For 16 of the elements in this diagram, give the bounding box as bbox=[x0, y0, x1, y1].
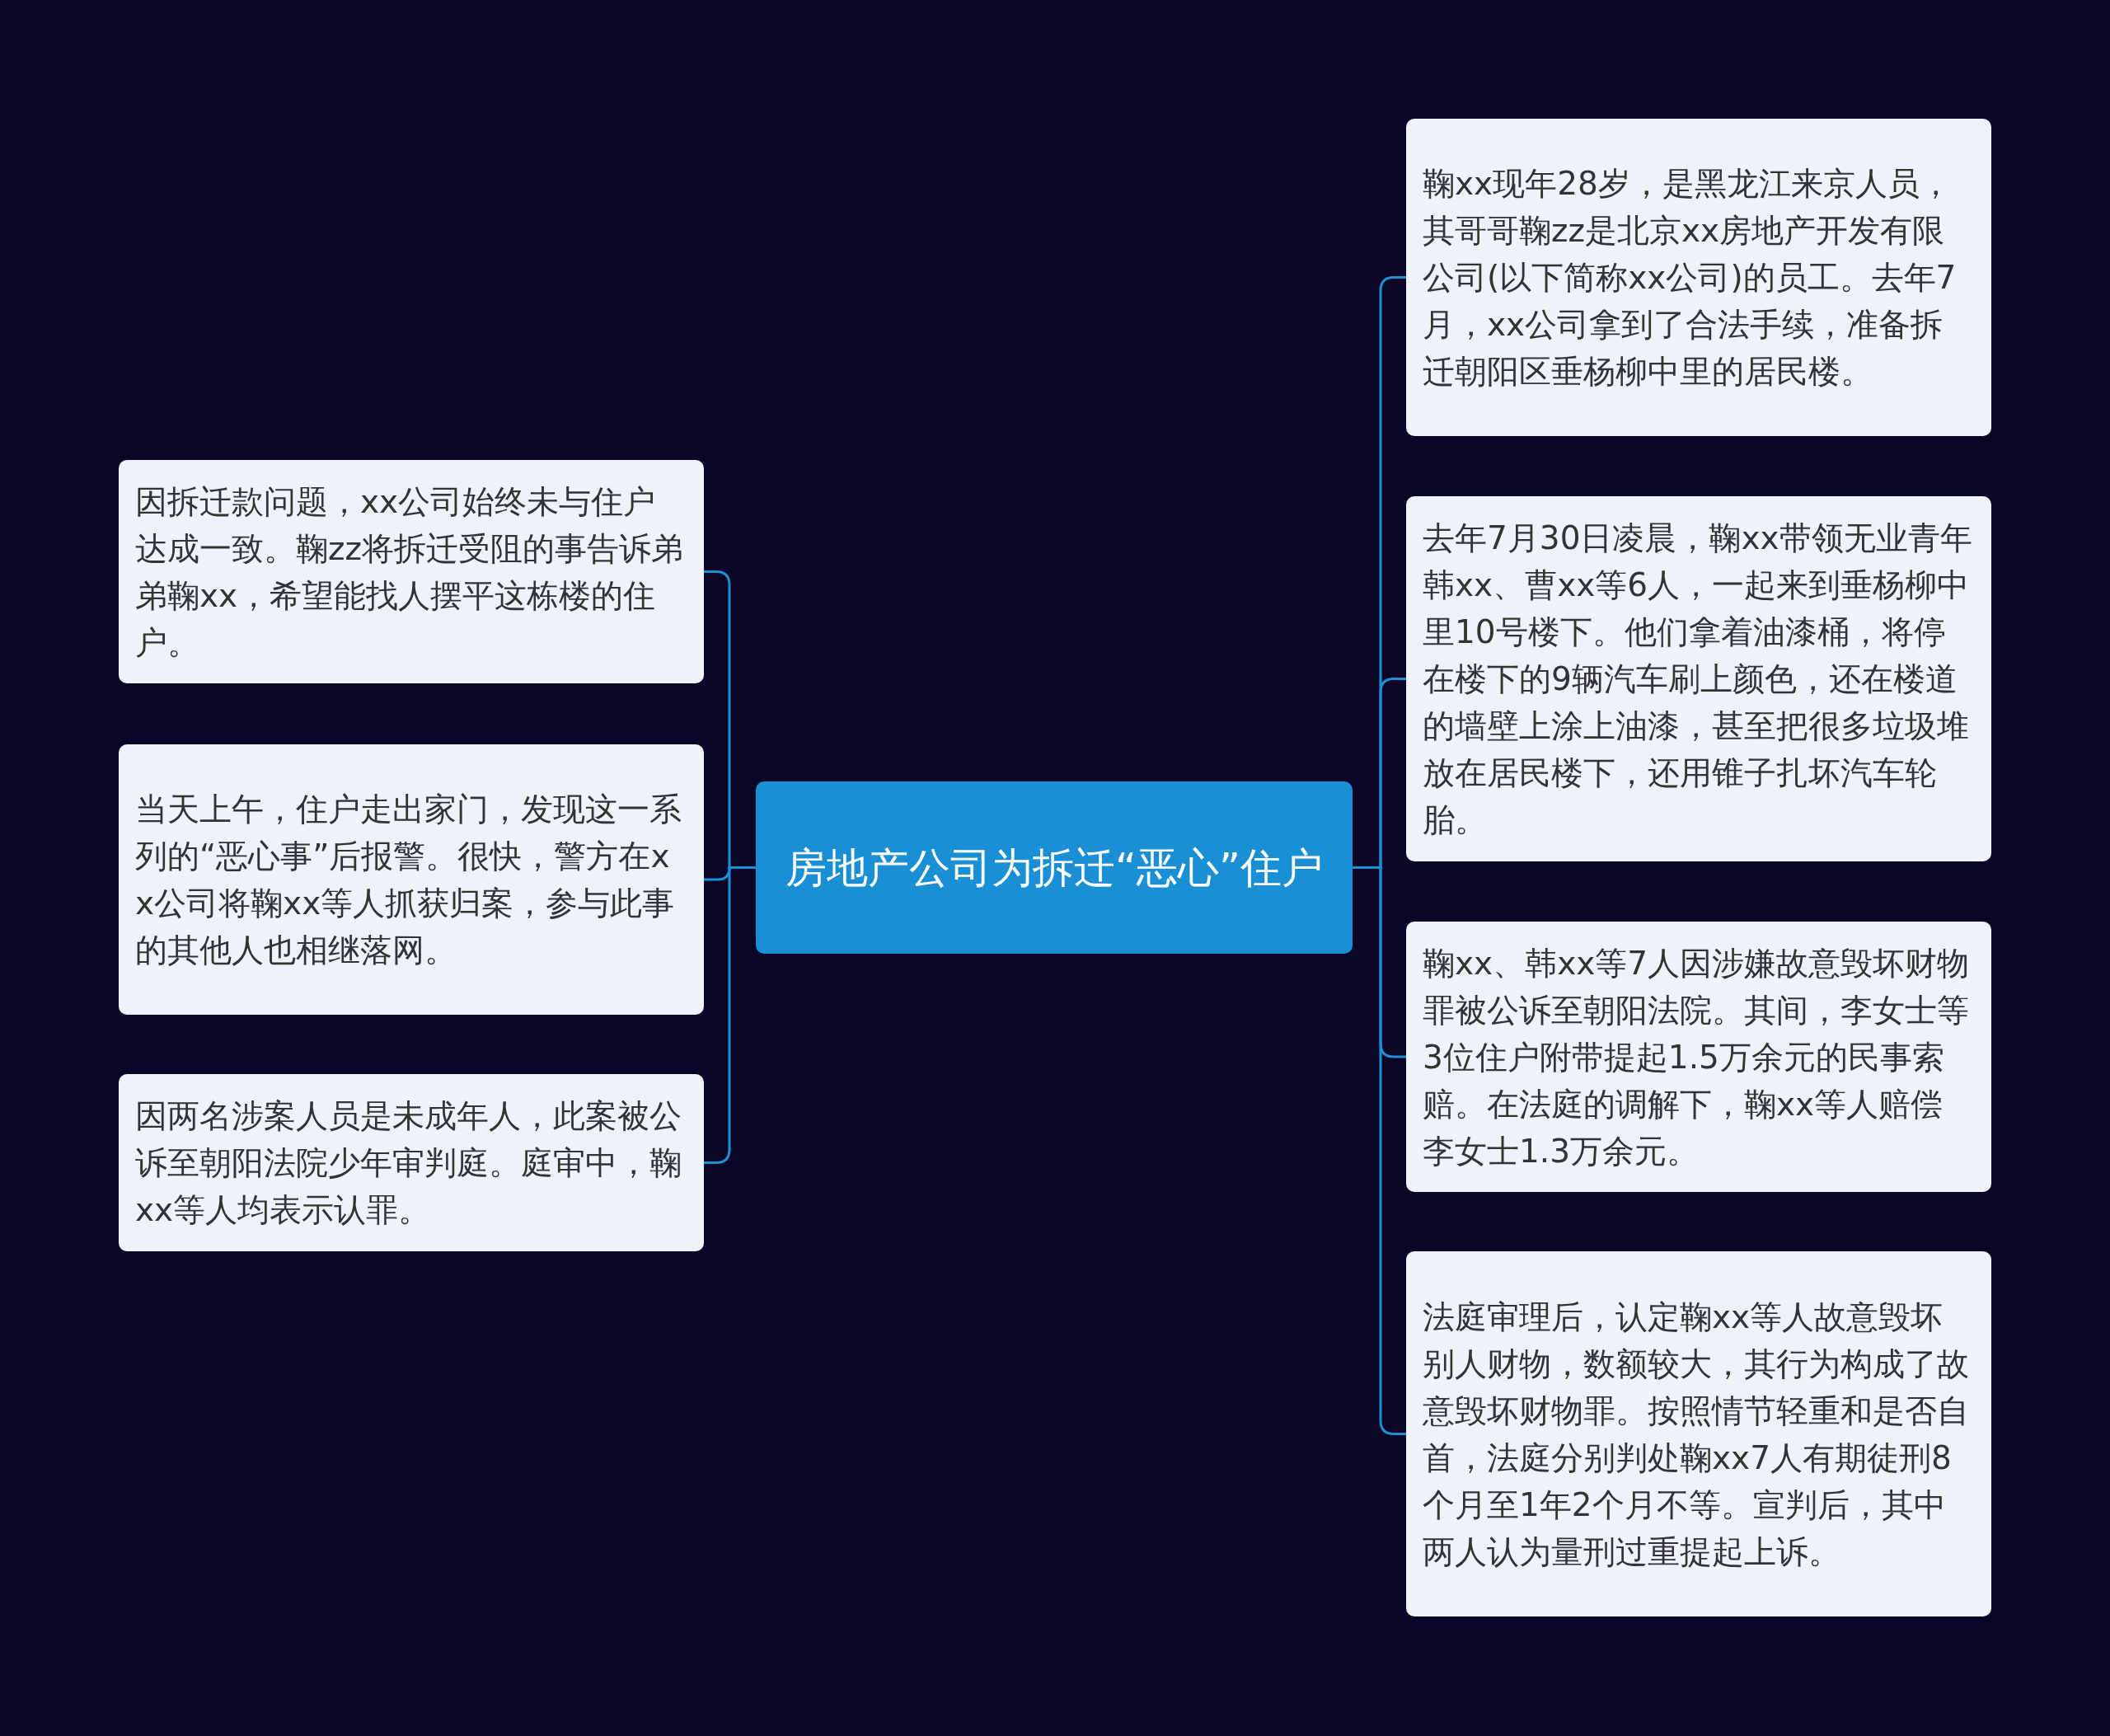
subtopic-text: 鞠xx现年28岁，是黑龙江来京人员，其哥哥鞠zz是北京xx房地产开发有限公司(以下简称xx公司)的员工。去年7月，xx公司拿到了合法手续，准备拆迁朝阳区垂杨柳中里的居民楼。 bbox=[1423, 164, 1958, 392]
subtopic-text: 鞠xx、韩xx等7人因涉嫌故意毁坏财物罪被公诉至朝阳法院。其间，李女士等3位住户附带提起1.5万余元的民事索赔。在法庭的调解下，鞠xx等人赔偿李女士1.3万余元。 bbox=[1423, 943, 1971, 1171]
topic-text: 房地产公司为拆迁“恶心”住户 bbox=[785, 842, 1323, 894]
subtopic-text: 法庭审理后，认定鞠xx等人故意毁坏别人财物，数额较大，其行为构成了故意毁坏财物罪。按照情节轻重和是否自首，法庭分别判处鞠xx7人有期徒刑8个月至1年2个月不等。宣判后，其中两人认为量刑过重提起上诉。 bbox=[1423, 1297, 1970, 1572]
subtopic-text: 因拆迁款问题，xx公司始终未与住户达成一致。鞠zz将拆迁受阻的事告诉弟弟鞠xx，希望能找人摆平这栋楼的住户。 bbox=[135, 481, 684, 663]
subtopic-box bbox=[119, 460, 704, 683]
subtopic-box bbox=[1406, 1251, 1991, 1616]
subtopic-text: 当天上午，住户走出家门，发现这一系列的“恶心事”后报警。很快，警方在xx公司将鞠xx等人抓获归案，参与此事的其他人也相继落网。 bbox=[135, 790, 682, 970]
subtopic-text: 去年7月30日凌晨，鞠xx带领无业青年韩xx、曹xx等6人，一起来到垂杨柳中里10号楼下。他们拿着油漆桶，将停在楼下的9辆汽车刷上颜色，还在楼道的墙壁上涂上油漆，甚至把很多垃圾堆放在居民楼下，还用锥子扎坏汽车轮胎。 bbox=[1423, 518, 1973, 840]
topic-box bbox=[756, 781, 1353, 954]
subtopic-box bbox=[119, 744, 704, 1015]
subtopic-text: 因两名涉案人员是未成年人，此案被公诉至朝阳法院少年审判庭。庭审中，鞠xx等人均表示认罪。 bbox=[135, 1096, 682, 1230]
subtopic-box bbox=[1406, 922, 1991, 1192]
subtopic-box bbox=[1406, 119, 1991, 436]
subtopic-box bbox=[119, 1074, 704, 1251]
subtopic-box bbox=[1406, 496, 1991, 861]
